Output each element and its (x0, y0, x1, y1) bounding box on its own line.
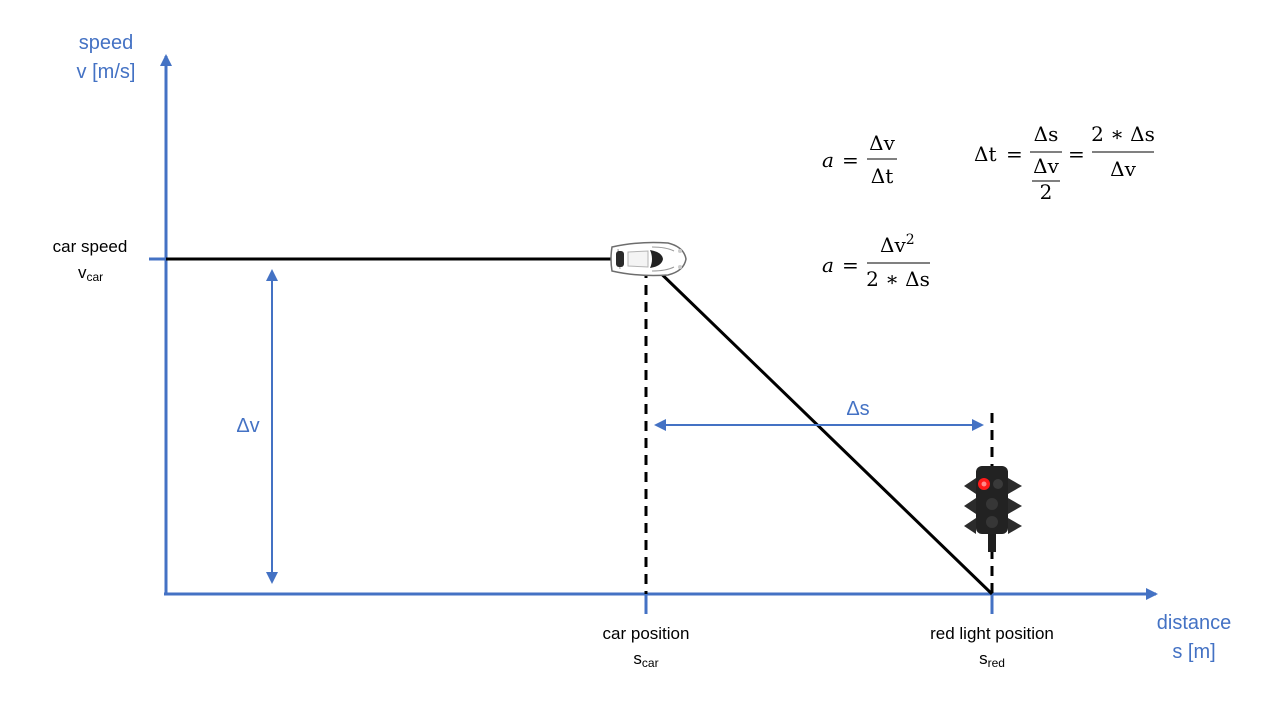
deceleration-line (644, 257, 994, 596)
svg-text:2 ∗ Δs: 2 ∗ Δs (866, 267, 930, 291)
svg-text:a: a (822, 148, 834, 172)
svg-text:2: 2 (1040, 180, 1053, 204)
x-axis-label-line1: distance (1157, 612, 1232, 634)
v-car-symbol: vcar (78, 263, 103, 284)
car-top-view-icon (610, 241, 687, 277)
svg-text:Δv: Δv (869, 131, 895, 155)
svg-text:Δv2: Δv2 (880, 232, 915, 257)
formula-acceleration-time: a = Δv Δt (822, 131, 897, 188)
formula-acceleration-distance: a = Δv2 2 ∗ Δs (822, 232, 930, 291)
y-axis-label-line1: speed (79, 32, 134, 54)
svg-text:a: a (822, 253, 834, 277)
svg-text:=: = (842, 253, 859, 277)
svg-text:2 ∗ Δs: 2 ∗ Δs (1091, 122, 1155, 146)
x-axis-label-line2: s [m] (1172, 641, 1215, 663)
svg-text:Δv: Δv (1033, 154, 1059, 178)
svg-text:Δs: Δs (1034, 122, 1059, 146)
traffic-light-icon (964, 466, 1022, 552)
s-car-symbol: scar (633, 649, 658, 670)
formula-delta-t: Δt = Δs Δv 2 = 2 ∗ Δs Δv (974, 122, 1155, 204)
car-speed-label: car speed (53, 237, 128, 256)
svg-text:Δt: Δt (974, 142, 996, 166)
delta-v-label: Δv (236, 415, 259, 437)
car-position-label: car position (603, 624, 690, 643)
svg-text:Δt: Δt (871, 164, 893, 188)
svg-text:=: = (1006, 142, 1023, 166)
svg-text:=: = (842, 148, 859, 172)
svg-text:=: = (1068, 142, 1085, 166)
y-axis-label-line2: v [m/s] (77, 61, 136, 83)
s-red-symbol: sred (979, 649, 1005, 670)
svg-text:Δv: Δv (1110, 157, 1136, 181)
red-light-position-label: red light position (930, 624, 1054, 643)
delta-s-label: Δs (846, 398, 869, 420)
